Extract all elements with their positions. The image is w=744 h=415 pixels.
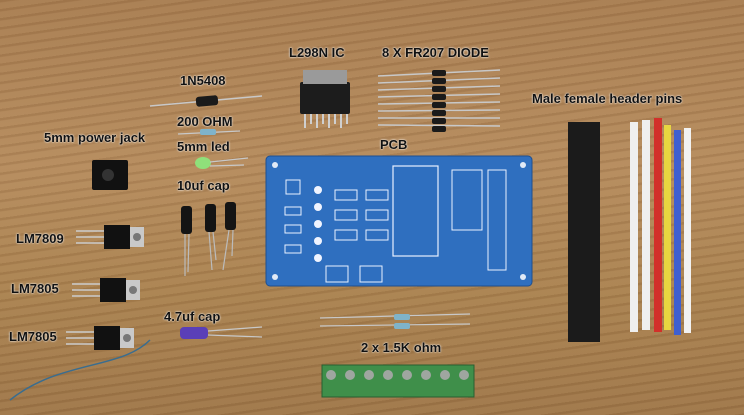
label-fr207-diode: 8 X FR207 DIODE	[382, 45, 489, 60]
regulator-lm7805-a	[72, 278, 140, 302]
label-4-7uf-cap: 4.7uf cap	[164, 309, 221, 324]
diode-1n5408	[149, 95, 263, 107]
led-5mm	[195, 157, 249, 169]
label-lm7805-a: LM7805	[11, 281, 59, 296]
label-5mm-led: 5mm led	[177, 139, 230, 154]
capacitors-10uf	[181, 202, 236, 276]
label-lm7805-b: LM7805	[9, 329, 57, 344]
label-header-pins: Male female header pins	[532, 91, 683, 106]
power-jack-5mm	[92, 160, 128, 190]
label-lm7809: LM7809	[16, 231, 64, 246]
header-pin-strips-colored	[630, 118, 691, 335]
header-pin-strip-black	[568, 122, 600, 342]
label-200-ohm: 200 OHM	[177, 114, 233, 129]
resistors-1-5k	[319, 313, 471, 329]
label-pcb: PCB	[380, 137, 408, 152]
resistor-200-ohm	[177, 129, 241, 135]
label-10uf-cap: 10uf cap	[177, 178, 230, 193]
screw-terminal-blocks	[321, 364, 475, 398]
label-l298n: L298N IC	[289, 45, 345, 60]
pcb-board	[265, 155, 533, 287]
regulator-lm7809	[76, 225, 144, 249]
jumper-wire	[9, 339, 151, 401]
label-1-5k-ohm: 2 x 1.5K ohm	[361, 340, 442, 355]
label-power-jack: 5mm power jack	[44, 130, 146, 145]
regulator-lm7805-b	[66, 326, 134, 350]
capacitor-4-7uf	[180, 326, 263, 339]
label-1n5408: 1N5408	[180, 73, 226, 88]
l298n-ic	[300, 70, 350, 128]
